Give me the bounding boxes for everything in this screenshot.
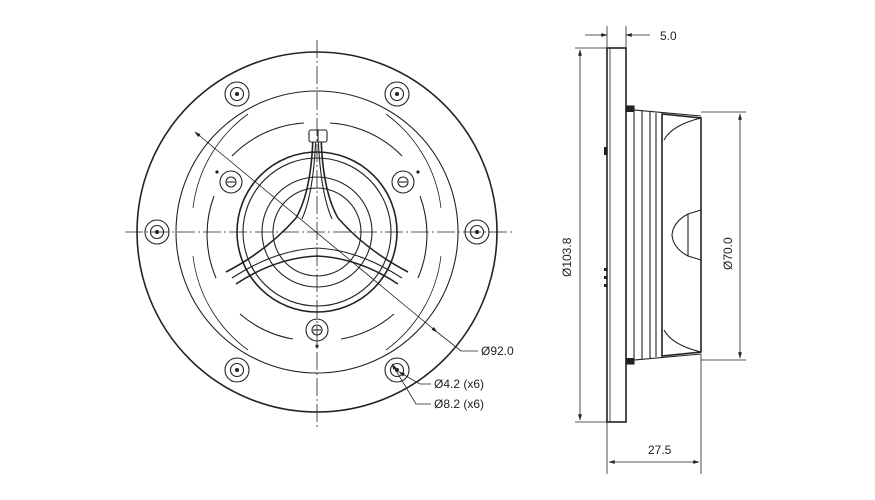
mount-hole	[384, 357, 410, 383]
hole-small-leader	[398, 371, 431, 385]
mount-hole	[384, 81, 410, 107]
grille-screw	[219, 170, 243, 194]
bolt-circle-label: Ø92.0	[481, 344, 514, 358]
marker-dot	[416, 170, 420, 174]
flange-diameter-label: Ø103.8	[560, 237, 574, 277]
hole-small-label: Ø4.2 (x6)	[434, 377, 484, 391]
marker-dot	[315, 344, 319, 348]
thickness-label: 5.0	[660, 29, 677, 43]
body-diameter-label: Ø70.0	[721, 237, 735, 270]
side-view: 5.0 Ø103.8 Ø70.0 27.5	[560, 26, 746, 474]
hole-large-label: Ø8.2 (x6)	[434, 397, 484, 411]
marker-dot	[215, 170, 219, 174]
hole-large-leader	[391, 363, 431, 405]
bolt-circle-leader	[436, 331, 478, 352]
bolt-circle-dim-line	[194, 131, 438, 333]
mount-hole	[224, 81, 250, 107]
side-body	[625, 105, 702, 365]
mount-hole	[224, 357, 250, 383]
grille-screw	[391, 170, 415, 194]
front-view: Ø92.0 Ø4.2 (x6) Ø8.2 (x6)	[125, 40, 514, 430]
depth-label: 27.5	[648, 443, 672, 457]
